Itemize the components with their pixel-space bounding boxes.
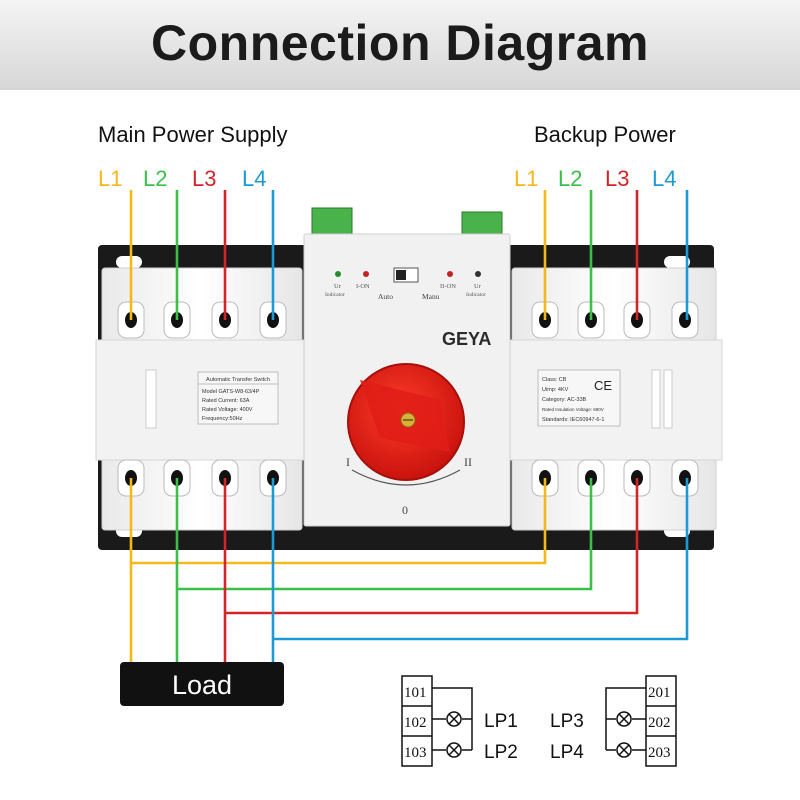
indicator-led [335, 271, 341, 277]
nameplate-left-header: Automatic Transfer Switch [206, 377, 270, 383]
terminal-connector [311, 207, 353, 235]
indicator-label: Ur [334, 283, 342, 290]
bridge-wire-l2 [177, 478, 593, 591]
input-wires [129, 190, 689, 320]
terminal-102: 102 [404, 715, 427, 731]
mode-auto-label: Auto [378, 292, 393, 301]
ce-mark: CE [594, 378, 612, 393]
nameplate-right-line: Uimp: 4KV [542, 387, 569, 393]
terminal-202: 202 [648, 715, 671, 731]
lamp-lp1-label: LP1 [484, 711, 518, 732]
backup-phase-l2: L2 [558, 166, 583, 191]
backup-power-label: Backup Power [534, 122, 676, 147]
page-title: Connection Diagram [151, 15, 649, 71]
lamp-lp4-label: LP4 [550, 742, 584, 763]
nameplate-left-line: Frequency:50Hz [202, 416, 243, 422]
nameplate-right-line: Category: AC-33B [542, 397, 587, 403]
terminal-block-left [401, 675, 473, 767]
terminal-203: 203 [648, 745, 671, 761]
terminal-103: 103 [404, 745, 427, 761]
output-wires [129, 478, 689, 662]
backup-phase-l3: L3 [605, 166, 630, 191]
nameplate-right-line: Class: CB [542, 377, 567, 383]
backup-breaker-module: Class: CB Uimp: 4KV Category: AC-33B Rat… [505, 267, 723, 531]
position-ii: II [464, 455, 472, 469]
terminal-block-right [605, 675, 677, 767]
indicator-led [447, 271, 453, 277]
main-phase-l3: L3 [192, 166, 217, 191]
mount-slot [664, 256, 690, 268]
nameplate-right-line: Rated Insulation Voltage: 690V [542, 407, 604, 412]
lamp-lp3-label: LP3 [550, 711, 584, 732]
indicator-led [475, 271, 481, 277]
rotation-arc [351, 469, 461, 486]
terminal-connector [461, 211, 503, 235]
main-power-label: Main Power Supply [98, 122, 288, 147]
nameplate-right [537, 369, 621, 427]
position-i: I [346, 455, 350, 469]
main-phase-l4: L4 [242, 166, 267, 191]
nameplate-left-line: Rated Voltage: 400V [202, 407, 253, 413]
indicator-label: II-ON [440, 283, 456, 290]
main-phase-l1: L1 [98, 166, 123, 191]
title-banner: Connection Diagram [0, 0, 800, 90]
load-box [120, 662, 284, 706]
controller-module: Ur I-ON II-ON Ur Indicator Indicator Aut… [303, 207, 511, 527]
indicator-led [363, 271, 369, 277]
main-phase-l2: L2 [143, 166, 168, 191]
position-0: 0 [402, 503, 408, 517]
load-label: Load [172, 670, 232, 700]
terminal-101: 101 [404, 685, 427, 701]
mode-slider-knob[interactable] [396, 270, 406, 280]
mode-manu-label: Manu [422, 292, 440, 301]
brand-logo: GEYA [442, 329, 491, 349]
lamp-lp2-label: LP2 [484, 742, 518, 763]
backup-phase-l4: L4 [652, 166, 677, 191]
indicator-label: Ur [474, 283, 482, 290]
nameplate-left-line: Model GATS-W8-63/4P [202, 389, 260, 395]
indicator-caption: Indicator [466, 292, 486, 298]
nameplate-left [197, 371, 279, 425]
bridge-wire-l4 [273, 478, 689, 641]
indicator-label: I-ON [356, 283, 370, 290]
nameplate-right-line: Standards: IEC60947-6-1 [542, 417, 604, 423]
main-breaker-module: Automatic Transfer Switch Model GATS-W8-… [95, 267, 309, 531]
nameplate-left-line: Rated Current: 63A [202, 398, 250, 404]
mount-slot [116, 256, 142, 268]
indicator-caption: Indicator [325, 292, 345, 298]
backup-phase-l1: L1 [514, 166, 539, 191]
bridge-wire-l3 [225, 478, 639, 615]
bridge-wire-l1 [131, 478, 547, 565]
terminal-201: 201 [648, 685, 671, 701]
